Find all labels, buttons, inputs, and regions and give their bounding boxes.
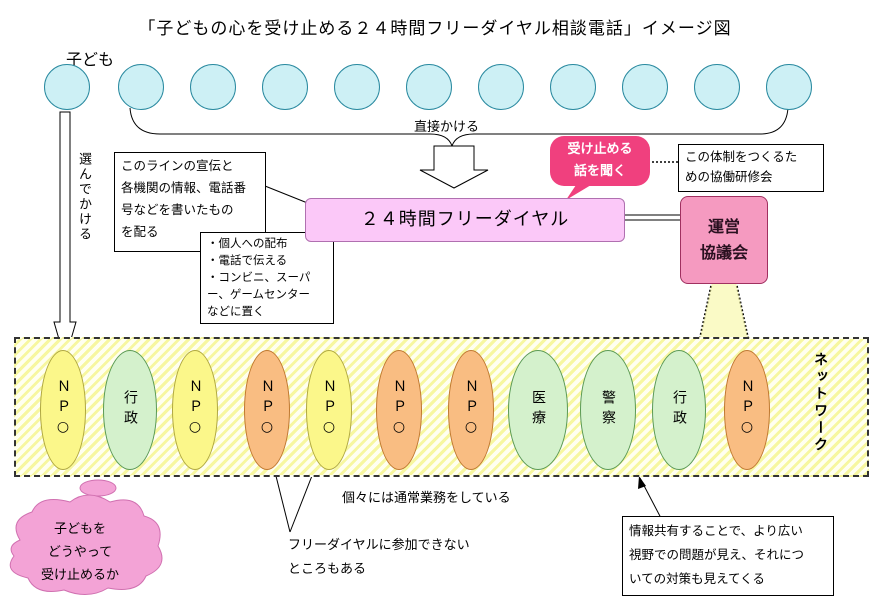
freedial-box: ２４時間フリーダイヤル bbox=[305, 198, 625, 242]
children-label: 子ども bbox=[66, 50, 115, 69]
child-circle bbox=[766, 64, 812, 110]
diagram-title: 「子どもの心を受け止める２４時間フリーダイヤル相談電話」イメージ図 bbox=[138, 19, 732, 39]
thought-cloud bbox=[9, 494, 163, 595]
org-npo-7: ＮＰ○ bbox=[724, 350, 770, 470]
child-circle bbox=[406, 64, 452, 110]
workshop-line-2: めの協働研修会 bbox=[685, 169, 773, 184]
publicity-line: 号などを書いたもの bbox=[121, 202, 234, 217]
child-circle bbox=[262, 64, 308, 110]
org-gyosei-2: 行政 bbox=[652, 350, 706, 470]
council-box: 運営 協議会 bbox=[680, 196, 768, 284]
choose-call-label: 選んでかける bbox=[76, 152, 91, 242]
org-gyosei-1: 行政 bbox=[103, 350, 157, 470]
cannot-join-text: フリーダイヤルに参加できない ところもある bbox=[288, 534, 470, 582]
org-npo-4: ＮＰ○ bbox=[306, 350, 352, 470]
child-circle bbox=[694, 64, 740, 110]
org-npo-6: ＮＰ○ bbox=[448, 350, 494, 470]
cloud-line-3: 受け止めるか bbox=[40, 568, 119, 583]
child-circle bbox=[478, 64, 524, 110]
bubble-tail bbox=[566, 182, 596, 200]
publicity-line: 各機関の情報、電話番 bbox=[121, 180, 247, 195]
org-npo-5: ＮＰ○ bbox=[376, 350, 422, 470]
info-share-line: 情報共有することで、より広い bbox=[629, 523, 803, 538]
org-npo-2: ＮＰ○ bbox=[172, 350, 218, 470]
cloud-bubble-medium bbox=[79, 479, 117, 497]
distribution-box: ・個人への配布 ・電話で伝える ・コンビニ、スーパ ー、ゲームセンター などに置… bbox=[200, 232, 334, 324]
choose-call-arrow bbox=[53, 111, 77, 362]
child-circle bbox=[118, 64, 164, 110]
council-line-1: 運営 bbox=[707, 217, 740, 236]
distribution-line: ー、ゲームセンター bbox=[207, 287, 311, 301]
cloud-text: 子どもを どうやって 受け止めるか bbox=[20, 518, 140, 587]
child-circle bbox=[190, 64, 236, 110]
publicity-line: を配る bbox=[121, 224, 159, 239]
network-label: ネットワーク bbox=[812, 352, 828, 454]
direct-call-arrow bbox=[419, 145, 489, 189]
cannot-join-line-2: ところもある bbox=[288, 562, 367, 577]
distribution-line: などに置く bbox=[207, 304, 265, 318]
cloud-line-2: どうやって bbox=[47, 545, 113, 560]
info-share-line: 視野での問題が見え、それにつ bbox=[629, 547, 805, 562]
distribution-line: ・個人への配布 bbox=[207, 236, 288, 250]
org-iryo: 医療 bbox=[508, 350, 568, 470]
child-circle bbox=[622, 64, 668, 110]
distribution-line: ・コンビニ、スーパ bbox=[207, 270, 311, 284]
org-npo-1: ＮＰ○ bbox=[40, 350, 86, 470]
child-circle bbox=[550, 64, 596, 110]
info-share-line: いての対策も見えてくる bbox=[629, 571, 765, 586]
publicity-line: このラインの宣伝と bbox=[121, 158, 234, 173]
direct-call-label: 直接かける bbox=[414, 120, 480, 135]
cannot-join-line-1: フリーダイヤルに参加できない bbox=[288, 538, 470, 553]
child-circle bbox=[44, 64, 90, 110]
cloud-line-1: 子どもを bbox=[53, 522, 106, 537]
receive-bubble: 受け止める 話を聞く bbox=[550, 136, 650, 186]
receive-line-2: 話を聞く bbox=[573, 164, 626, 179]
daily-work-label: 個々には通常業務をしている bbox=[342, 491, 511, 506]
org-keisatsu: 警察 bbox=[580, 350, 636, 470]
workshop-line-1: この体制をつくるた bbox=[685, 149, 798, 164]
child-circle bbox=[334, 64, 380, 110]
receive-line-1: 受け止める bbox=[567, 142, 633, 157]
distribution-line: ・電話で伝える bbox=[207, 253, 288, 267]
info-share-box: 情報共有することで、より広い 視野での問題が見え、それにつ いての対策も見えてく… bbox=[622, 516, 834, 596]
org-npo-3: ＮＰ○ bbox=[244, 350, 290, 470]
workshop-box: この体制をつくるた めの協働研修会 bbox=[678, 144, 824, 192]
publicity-connector bbox=[264, 185, 311, 205]
council-line-2: 協議会 bbox=[699, 243, 748, 262]
